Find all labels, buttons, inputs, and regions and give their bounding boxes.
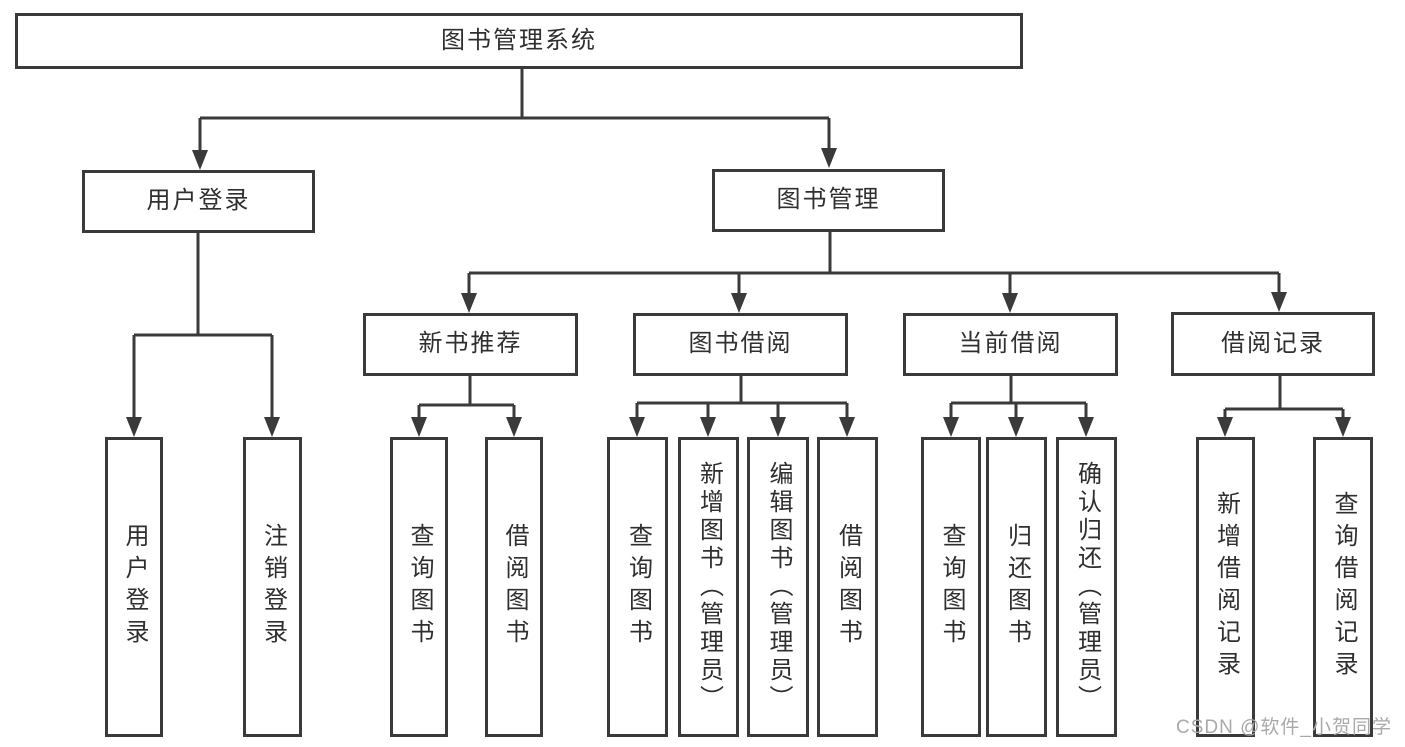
node-book-borrow: 图书借阅	[633, 313, 848, 376]
node-root-label: 图书管理系统	[441, 26, 597, 54]
leaf-return-book: 归还图书	[986, 437, 1047, 737]
node-book-management: 图书管理	[712, 169, 945, 232]
connector-borrow-records-split	[1223, 376, 1345, 419]
connector-user-login-split	[132, 233, 274, 419]
node-current-borrow-label: 当前借阅	[958, 330, 1063, 358]
leaf-confirm-return-admin: 确认归还（管理员）	[1056, 437, 1117, 737]
node-root: 图书管理系统	[15, 13, 1023, 69]
leaf-add-book-admin: 新增图书（管理员）	[678, 437, 739, 737]
leaf-borrow-book-1: 借阅图书	[485, 437, 543, 737]
node-current-borrow: 当前借阅	[903, 313, 1118, 376]
watermark-text: CSDN @软件_小贺同学	[1176, 717, 1392, 738]
leaf-query-book-1: 查询图书	[390, 437, 448, 737]
leaf-confirm-return-admin-label: 确认归还（管理员）	[1073, 461, 1101, 713]
connector-root-split	[198, 69, 831, 152]
node-book-borrow-label: 图书借阅	[688, 330, 793, 358]
leaf-add-borrow-record-label: 新增借阅记录	[1212, 491, 1240, 683]
leaf-query-book-2: 查询图书	[607, 437, 668, 737]
leaf-query-book-1-label: 查询图书	[406, 523, 433, 651]
leaf-return-book-label: 归还图书	[1003, 523, 1031, 651]
leaf-user-login-label: 用户登录	[121, 523, 148, 651]
leaf-edit-book-admin-label: 编辑图书（管理员）	[765, 461, 792, 713]
leaf-borrow-book-1-label: 借阅图书	[501, 523, 528, 651]
leaf-query-book-3: 查询图书	[921, 437, 981, 737]
leaf-add-book-admin-label: 新增图书（管理员）	[695, 461, 723, 713]
leaf-logout-label: 注销登录	[259, 523, 287, 651]
leaf-user-login: 用户登录	[105, 437, 163, 737]
leaf-borrow-book-2-label: 借阅图书	[834, 523, 862, 651]
leaf-query-borrow-record-label: 查询借阅记录	[1330, 491, 1357, 683]
leaf-logout: 注销登录	[243, 437, 302, 737]
node-borrow-records-label: 借阅记录	[1221, 329, 1325, 357]
node-new-book-recommend-label: 新书推荐	[418, 330, 523, 358]
node-user-login-label: 用户登录	[146, 187, 251, 215]
connector-new-book-split	[417, 376, 516, 419]
leaf-query-book-3-label: 查询图书	[938, 523, 965, 651]
leaf-borrow-book-2: 借阅图书	[817, 437, 878, 737]
leaf-query-borrow-record: 查询借阅记录	[1313, 437, 1373, 737]
node-borrow-records: 借阅记录	[1171, 312, 1375, 376]
connector-current-borrow-split	[949, 376, 1088, 419]
connector-book-management-split	[467, 232, 1281, 295]
leaf-query-book-2-label: 查询图书	[624, 523, 652, 651]
leaf-edit-book-admin: 编辑图书（管理员）	[747, 437, 809, 737]
node-book-management-label: 图书管理	[776, 186, 881, 214]
node-new-book-recommend: 新书推荐	[363, 313, 578, 376]
connector-book-borrow-split	[635, 376, 849, 419]
leaf-add-borrow-record: 新增借阅记录	[1196, 437, 1255, 737]
node-user-login: 用户登录	[82, 170, 315, 233]
